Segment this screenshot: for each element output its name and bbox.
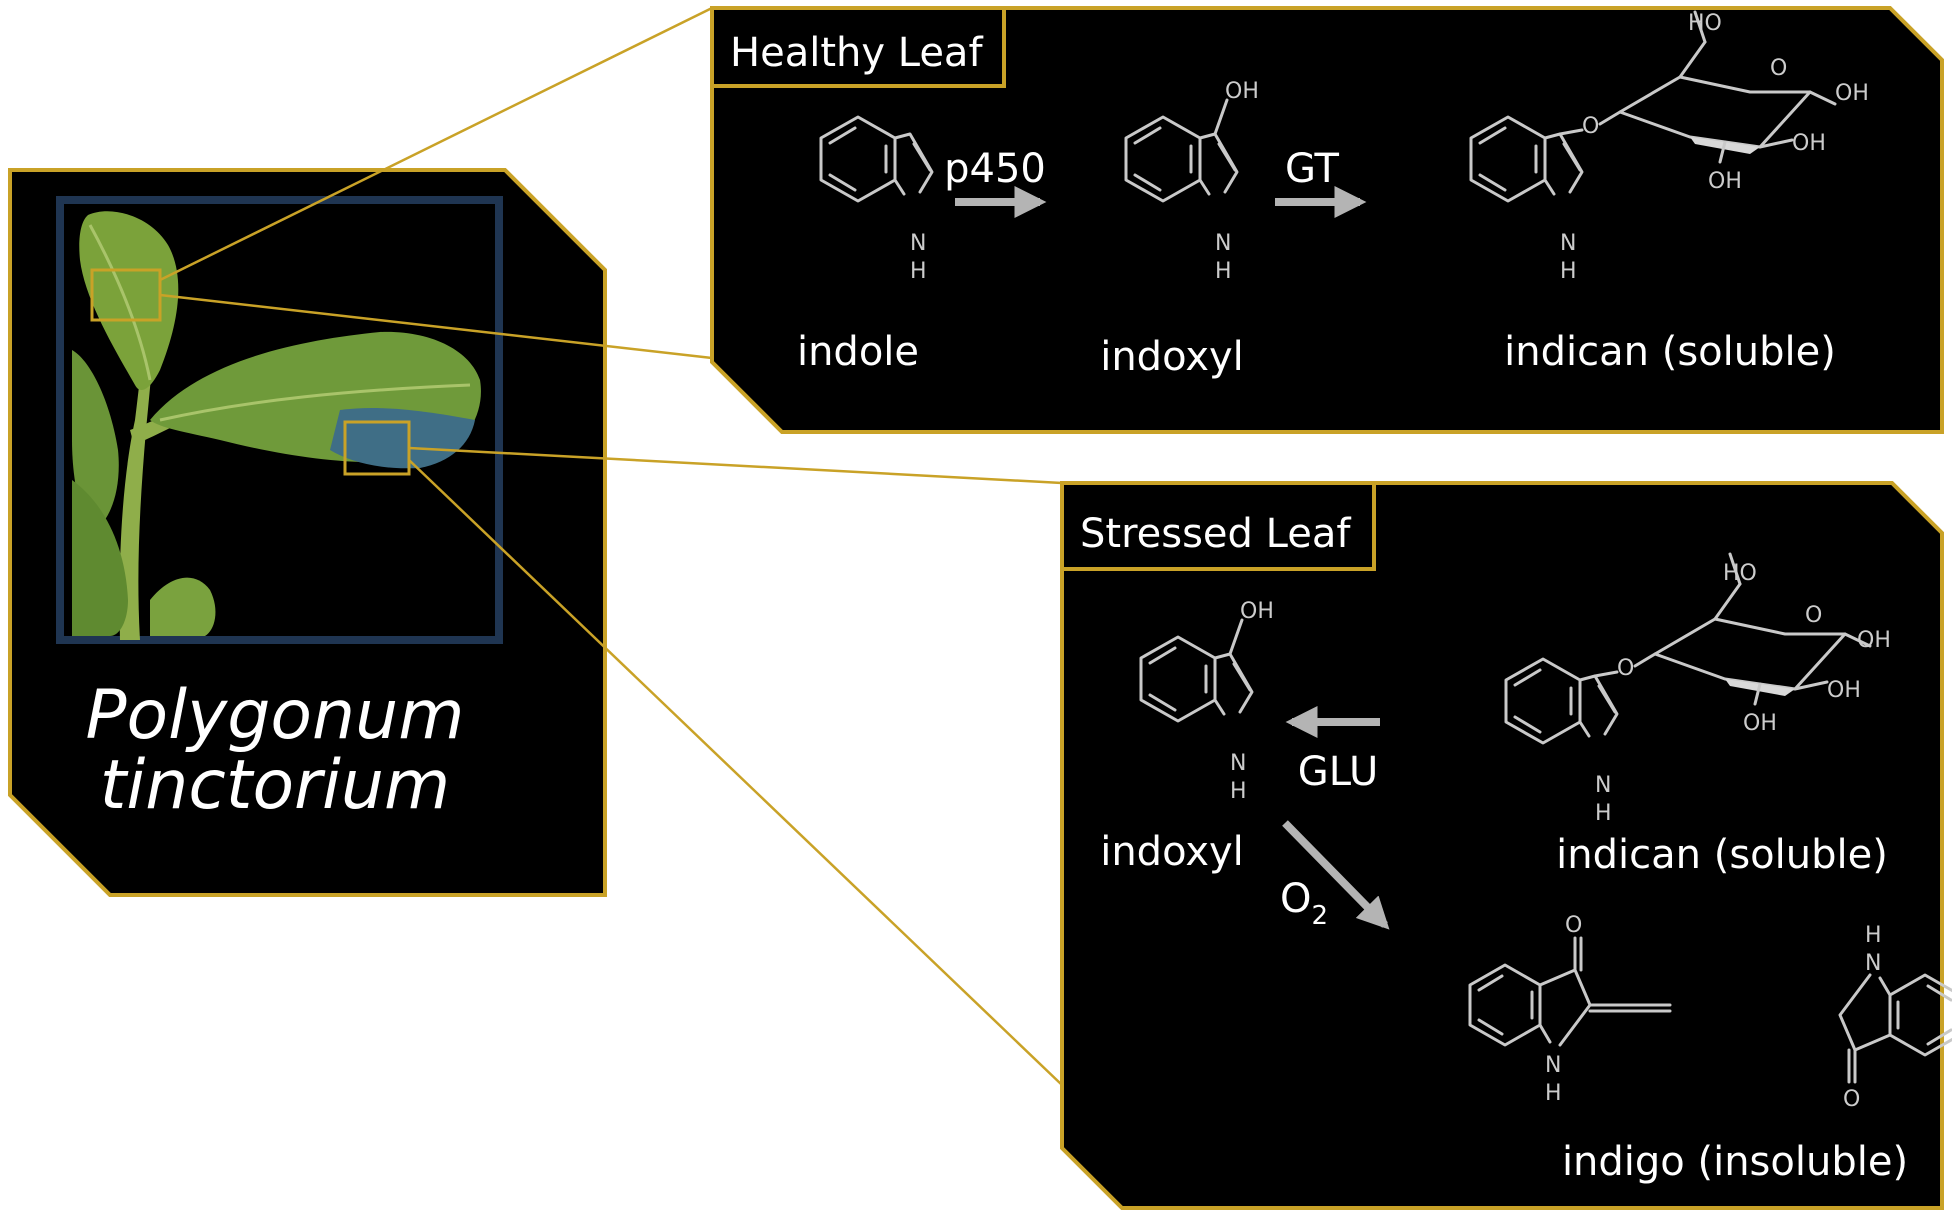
svg-text:N: N: [1215, 231, 1231, 256]
indican-label-stressed: indican (soluble): [1556, 832, 1888, 878]
indoxyl-structure-healthy: OH N H: [1124, 79, 1259, 284]
svg-text:N: N: [1595, 773, 1611, 798]
indigo-structure: O N H O N H: [1468, 913, 1952, 1112]
stressed-leaf-title-box: [1060, 481, 1376, 571]
stressed-leaf-panel: [1060, 481, 1944, 1210]
svg-text:HO: HO: [1688, 11, 1722, 36]
species-name-line2: tinctorium: [100, 746, 451, 825]
svg-text:OH: OH: [1240, 599, 1274, 624]
gt-enzyme-label: GT: [1285, 146, 1340, 192]
svg-text:H: H: [1230, 779, 1247, 804]
healthy-leaf-panel: [710, 6, 1944, 434]
indoxyl-label-healthy: indoxyl: [1100, 334, 1244, 380]
stressed-callout-line-top: [408, 446, 1063, 485]
svg-text:O: O: [1805, 603, 1822, 628]
indole-structure: N H: [819, 115, 934, 284]
svg-text:N: N: [1230, 751, 1246, 776]
stressed-callout-line-bottom: [408, 459, 1063, 1086]
svg-text:H: H: [910, 259, 927, 284]
svg-text:N: N: [910, 231, 926, 256]
indican-structure-stressed: O HO O OH OH OH N H: [1504, 552, 1891, 826]
svg-text:O: O: [1617, 656, 1634, 681]
svg-text:H: H: [1865, 923, 1882, 948]
indoxyl-structure-stressed: OH N H: [1139, 599, 1274, 804]
glu-enzyme-label: GLU: [1298, 749, 1379, 795]
p450-enzyme-label: p450: [944, 146, 1046, 192]
indican-structure-healthy: O HO O OH OH OH N H: [1469, 10, 1869, 284]
svg-text:OH: OH: [1835, 81, 1869, 106]
svg-text:OH: OH: [1708, 169, 1742, 194]
svg-text:OH: OH: [1743, 711, 1777, 736]
svg-text:H: H: [1595, 801, 1612, 826]
svg-text:H: H: [1215, 259, 1232, 284]
svg-text:OH: OH: [1827, 678, 1861, 703]
indoxyl-label-stressed: indoxyl: [1100, 829, 1244, 875]
species-name-line1: Polygonum: [86, 676, 465, 755]
svg-text:OH: OH: [1792, 131, 1826, 156]
stressed-leaf-title: Stressed Leaf: [1080, 511, 1351, 557]
svg-text:O: O: [1843, 1087, 1860, 1112]
svg-text:OH: OH: [1857, 628, 1891, 653]
healthy-leaf-title-box: [710, 6, 1006, 88]
svg-text:O: O: [1770, 56, 1787, 81]
svg-text:N: N: [1545, 1053, 1561, 1078]
svg-text:OH: OH: [1225, 79, 1259, 104]
svg-text:N: N: [1865, 951, 1881, 976]
svg-text:N: N: [1560, 231, 1576, 256]
svg-text:H: H: [1560, 259, 1577, 284]
healthy-callout-line-bottom: [159, 293, 713, 360]
indican-label-healthy: indican (soluble): [1504, 329, 1836, 375]
oxidation-arrow: [1282, 820, 1390, 930]
svg-text:H: H: [1545, 1081, 1562, 1106]
healthy-leaf-title: Healthy Leaf: [730, 30, 983, 76]
indole-label: indole: [797, 329, 919, 375]
svg-text:O: O: [1582, 114, 1599, 139]
svg-text:HO: HO: [1723, 561, 1757, 586]
indigo-label: indigo (insoluble): [1562, 1139, 1908, 1185]
svg-text:O: O: [1565, 913, 1582, 938]
healthy-callout-line-top: [159, 6, 713, 282]
oxygen-label: O2: [1280, 876, 1328, 931]
